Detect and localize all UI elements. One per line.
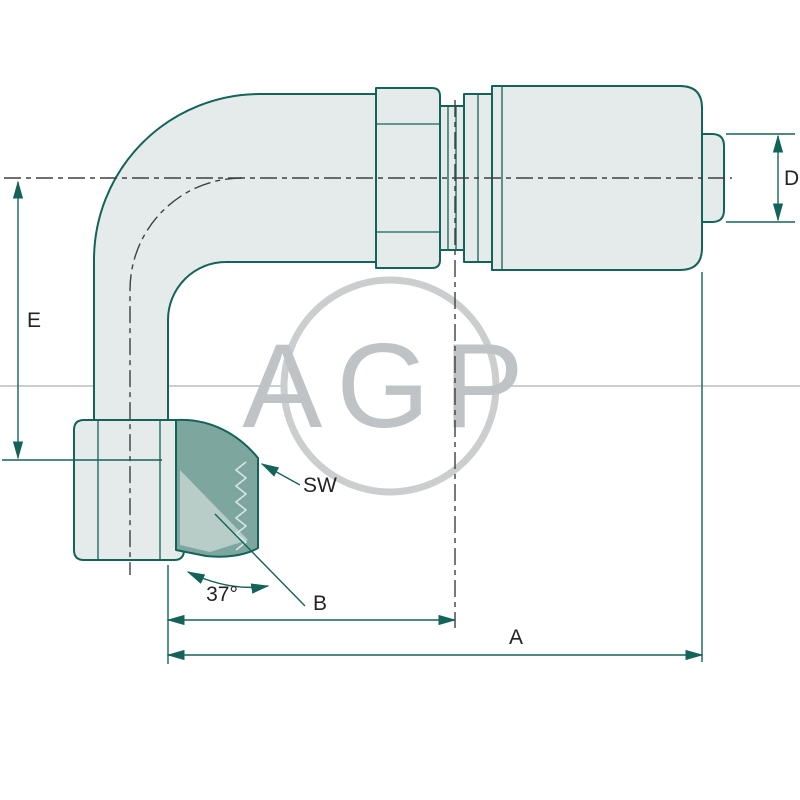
leader-line-sw xyxy=(260,463,301,486)
watermark: AGP xyxy=(0,276,800,496)
dimension-sw: SW xyxy=(260,463,337,497)
angle-reference-line xyxy=(214,513,306,607)
dimension-label-sw: SW xyxy=(303,474,337,497)
dimensions: D E SW 37° B A xyxy=(2,133,799,664)
flare-cone-inner-wedge xyxy=(180,470,248,552)
watermark-circle xyxy=(280,276,500,496)
dimension-angle: 37° xyxy=(186,513,306,607)
centerline-elbow-bend xyxy=(129,177,243,575)
dimension-label-angle: 37° xyxy=(206,583,238,606)
dimension-d: D xyxy=(726,133,799,223)
angle-arc xyxy=(186,571,270,594)
dimension-b: B xyxy=(166,565,457,664)
elbow-tube xyxy=(93,93,377,421)
dimension-label-d: D xyxy=(784,167,799,190)
watermark-text: AGP xyxy=(242,319,537,453)
dimension-label-e: E xyxy=(27,309,41,332)
dimension-label-a: A xyxy=(509,626,523,649)
dimension-e: E xyxy=(2,180,162,461)
dimension-label-b: B xyxy=(313,592,327,615)
thread-serration xyxy=(234,461,248,551)
flare-nut xyxy=(73,419,185,561)
dimension-a: A xyxy=(166,272,704,662)
swivel-nut xyxy=(375,87,441,269)
centerlines xyxy=(4,100,732,628)
